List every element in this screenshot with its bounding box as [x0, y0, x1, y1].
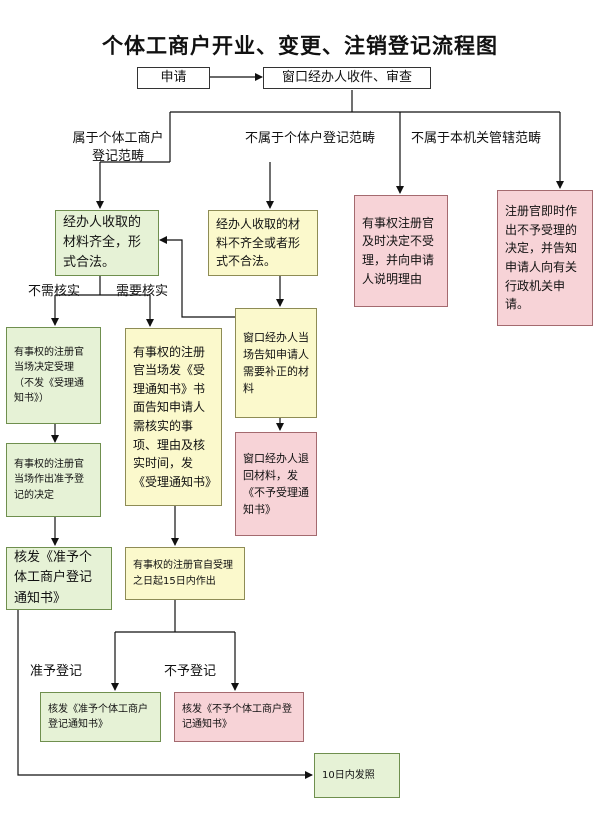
decide-15-box: 有事权的注册官自受理之日起15日内作出 — [125, 547, 245, 600]
label-not-jurisdiction: 不属于本机关管辖范畴 — [411, 131, 542, 146]
receive-box: 窗口经办人收件、审查 — [263, 67, 431, 89]
label-no-verify: 不需核实 — [28, 284, 81, 299]
issue-approve-small-box: 核发《准予个体工商户登记通知书》 — [40, 692, 161, 742]
connector-notify-complete — [159, 236, 235, 318]
not-jurisdiction-box: 注册官即时作出不予受理的决定，并告知申请人向有关行政机关申请。 — [497, 190, 593, 326]
complete-box: 经办人收取的材料齐全，形式合法。 — [55, 210, 159, 276]
no-accept-box: 有事权注册官及时决定不受理，并向申请人说明理由 — [354, 195, 448, 307]
return-materials-box: 窗口经办人退回材料，发《不予受理通知书》 — [235, 432, 317, 536]
incomplete-box: 经办人收取的材料不齐全或者形式不合法。 — [208, 210, 318, 276]
issue-reject-box: 核发《不予个体工商户登记通知书》 — [174, 692, 304, 742]
license-box: 10日内发照 — [314, 753, 400, 798]
page-title: 个体工商户开业、变更、注销登记流程图 — [102, 33, 498, 58]
onsite-decide-box: 有事权的注册官当场作出准予登记的决定 — [6, 443, 101, 517]
label-approve: 准予登记 — [30, 664, 83, 679]
connector-issue-license — [17, 610, 313, 779]
label-need-verify: 需要核实 — [116, 284, 169, 299]
onsite-accept-box: 有事权的注册官当场决定受理（不发《受理通知书》） — [6, 327, 101, 424]
label-not-belongs: 不属于个体户登记范畴 — [245, 131, 376, 146]
apply-box: 申请 — [137, 67, 210, 89]
notify-supplement-box: 窗口经办人当场告知申请人需要补正的材料 — [235, 308, 317, 418]
verify-accept-box: 有事权的注册官当场发《受理通知书》书面告知申请人需核实的事项、理由及核实时间，发… — [125, 328, 222, 506]
issue-approval-box: 核发《准予个体工商户登记通知书》 — [6, 547, 112, 610]
label-reject: 不予登记 — [164, 664, 217, 679]
label-belongs: 属于个体工商户登记范畴 — [72, 131, 164, 165]
